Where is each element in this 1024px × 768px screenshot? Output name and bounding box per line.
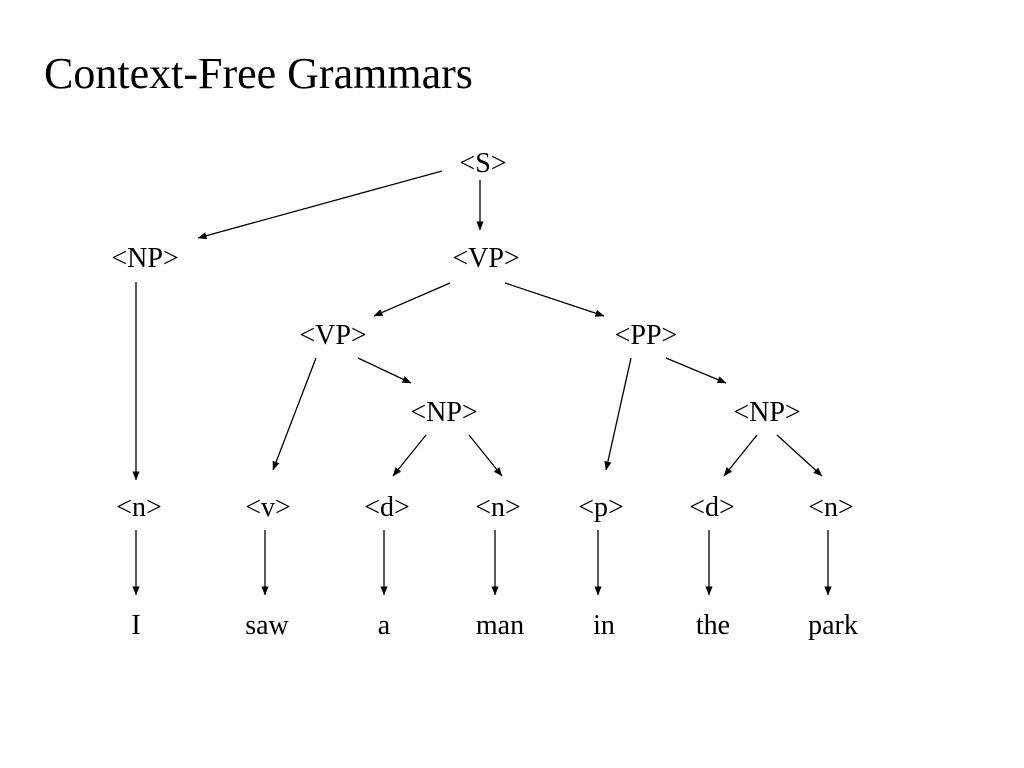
edge-np-to-d-right (723, 434, 758, 477)
node-p: <p> (578, 492, 624, 523)
edge-vp-to-pp (504, 282, 605, 317)
word-park: park (808, 610, 858, 641)
node-n-2: <n> (475, 492, 521, 523)
edge-vp-to-vp (373, 282, 451, 317)
word-a: a (378, 610, 391, 641)
node-n-1: <n> (116, 492, 162, 523)
tree-words: I saw a man in the park (131, 610, 858, 641)
slide-title: Context-Free Grammars (44, 49, 473, 98)
node-d-1: <d> (364, 492, 410, 523)
word-saw: saw (245, 610, 289, 641)
edge-vp-to-np (357, 357, 412, 384)
node-np-object: <NP> (410, 397, 477, 428)
node-s: <S> (459, 148, 506, 179)
word-the: the (696, 610, 730, 641)
word-man: man (476, 610, 524, 641)
node-v: <v> (245, 492, 291, 523)
edge-s-to-np (197, 170, 443, 240)
tree-nodes: <S> <NP> <VP> <VP> <PP> <NP> <NP> <n> <v… (111, 148, 853, 523)
edge-np-to-n-left (468, 434, 503, 477)
node-np-pp-object: <NP> (733, 397, 800, 428)
node-pp: <PP> (615, 320, 678, 351)
node-vp-inner: <VP> (299, 320, 366, 351)
word-i: I (131, 610, 140, 641)
node-n-3: <n> (808, 492, 854, 523)
edge-np-to-n-right (776, 434, 823, 477)
word-in: in (593, 610, 615, 641)
node-np-subject: <NP> (111, 243, 178, 274)
node-vp-top: <VP> (452, 243, 519, 274)
tree-edges (132, 170, 832, 596)
edge-pp-to-np (665, 357, 727, 384)
node-d-2: <d> (689, 492, 735, 523)
edge-np-to-d-left (392, 434, 427, 477)
edge-vp-to-v (272, 357, 317, 471)
edge-pp-to-p (604, 357, 632, 471)
